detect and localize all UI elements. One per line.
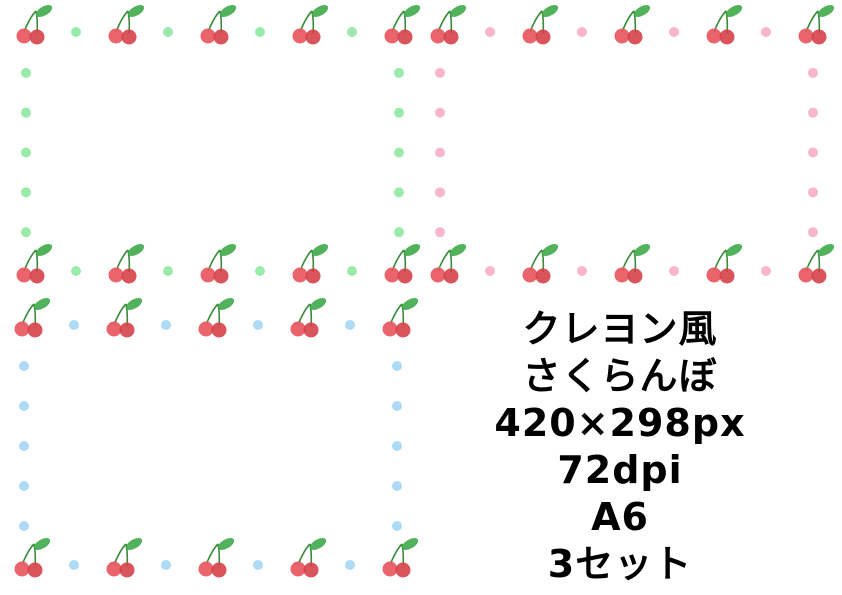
title-cherries: さくらんぼ [522,354,718,398]
dot [435,107,445,118]
cherry-icon [108,5,145,45]
dot [19,441,29,451]
dot [69,320,79,330]
dot [21,107,31,118]
dot [161,320,171,330]
dot [71,27,81,37]
frame-green [16,5,421,284]
dot [761,266,771,276]
dot [255,266,265,276]
dot [19,521,29,531]
cherry-icon [614,5,651,45]
dot [71,266,81,276]
cherry-icon [292,244,329,284]
cherry-icon [16,5,53,45]
dot [345,560,355,570]
dot [669,27,679,37]
frame-pink [430,5,835,284]
dot [21,67,31,78]
resolution-label: 72dpi [557,448,683,492]
dot [577,266,587,276]
cherry-icon [614,244,651,284]
dot [392,401,402,411]
dot [19,401,29,411]
dot [394,187,404,198]
dot [347,27,357,37]
cherry-icon [198,538,235,578]
cherry-icon [290,298,327,338]
size-label: 420×298px [494,401,746,445]
dot [808,147,818,158]
dot [19,361,29,371]
cherry-icon [430,244,467,284]
dot [577,27,587,37]
cherry-icon [200,5,237,45]
dot [394,67,404,78]
dot [808,187,818,198]
dot [761,27,771,37]
dot [163,266,173,276]
dot [435,227,445,238]
dot [808,107,818,118]
frame-blue [14,298,419,578]
cherry-icon [14,298,51,338]
dot [435,187,445,198]
cherry-icon [382,538,419,578]
cherry-icon [798,5,835,45]
cherry-icon [384,244,421,284]
dot [808,227,818,238]
dot [163,27,173,37]
cherry-icon [522,244,559,284]
paper-size-label: A6 [591,495,649,539]
dot [485,266,495,276]
dot [21,187,31,198]
cherry-icon [382,298,419,338]
cherry-icon [290,538,327,578]
dot [253,320,263,330]
cherry-icon [16,244,53,284]
dot [253,560,263,570]
dot [19,481,29,491]
cherry-icon [292,5,329,45]
cherry-icon [430,5,467,45]
dot [21,147,31,158]
cherry-icon [706,5,743,45]
dot [392,441,402,451]
cherry-icon [706,244,743,284]
set-count-label: 3セット [547,542,693,586]
title-crayon-style: クレヨン風 [522,307,718,351]
dot [808,67,818,78]
cherry-icon [384,5,421,45]
dot [394,227,404,238]
cherry-icon [106,298,143,338]
dot [485,27,495,37]
cherry-icon [522,5,559,45]
dot [161,560,171,570]
dot [669,266,679,276]
cherry-icon [798,244,835,284]
dot [21,227,31,238]
dot [394,147,404,158]
dot [345,320,355,330]
cherry-icon [198,298,235,338]
dot [435,67,445,78]
cherry-icon [108,244,145,284]
dot [69,560,79,570]
product-info: クレヨン風 さくらんぼ 420×298px 72dpi A6 3セット [470,306,770,588]
dot [394,107,404,118]
dot [255,27,265,37]
dot [392,481,402,491]
dot [392,521,402,531]
dot [347,266,357,276]
dot [435,147,445,158]
cherry-icon [106,538,143,578]
cherry-icon [200,244,237,284]
cherry-icon [14,538,51,578]
dot [392,361,402,371]
